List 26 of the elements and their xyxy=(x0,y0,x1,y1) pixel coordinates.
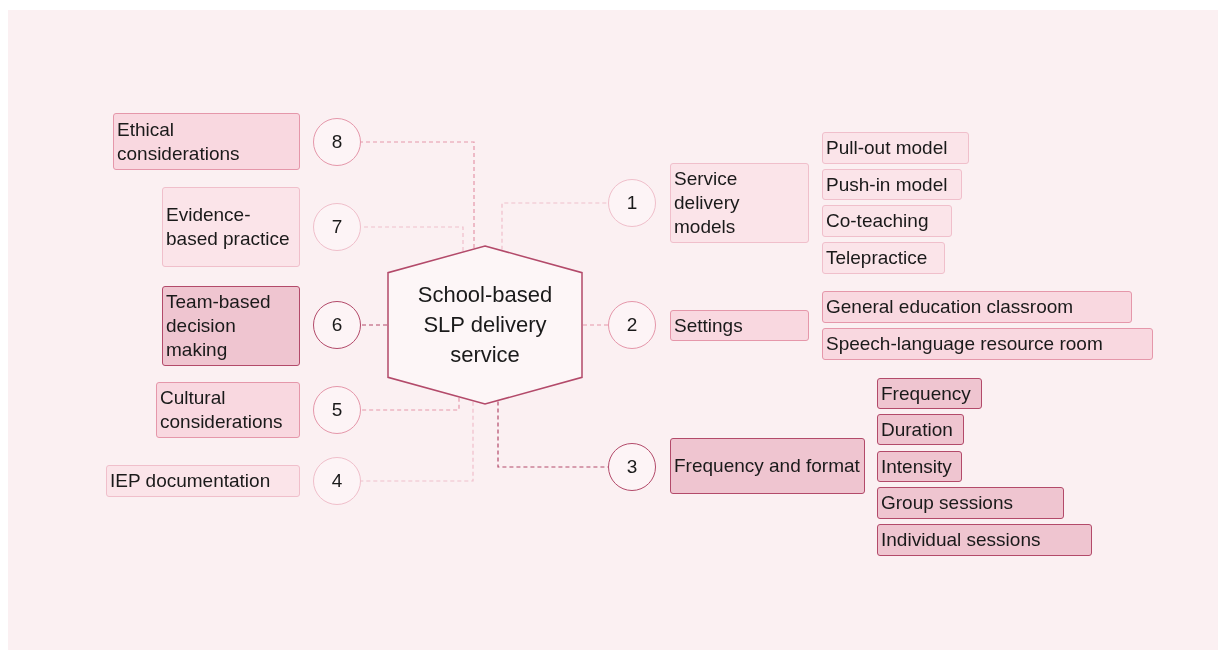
subtopic-box: Pull-out model xyxy=(822,132,969,164)
connector-line xyxy=(360,397,460,411)
topic-box: Cultural considerations xyxy=(156,382,300,438)
connector-line xyxy=(360,401,474,482)
connector-line xyxy=(501,202,609,251)
subtopic-box: Co-teaching xyxy=(822,205,952,237)
connector-line xyxy=(582,324,609,326)
topic-box: Frequency and format xyxy=(670,438,865,494)
subtopic-box: Speech-language resource room xyxy=(822,328,1153,360)
subtopic-box: Group sessions xyxy=(877,487,1064,519)
subtopic-box: Frequency xyxy=(877,378,982,409)
topic-box: Settings xyxy=(670,310,809,341)
topic-box: Service delivery models xyxy=(670,163,809,243)
hub-title: School-based SLP delivery service xyxy=(416,281,554,369)
topic-box: Evidence-based practice xyxy=(162,187,300,267)
subtopic-box: Telepractice xyxy=(822,242,945,274)
connector-line xyxy=(360,324,388,326)
topic-box: Team-based decision making xyxy=(162,286,300,366)
subtopic-box: Push-in model xyxy=(822,169,962,200)
subtopic-box: Individual sessions xyxy=(877,524,1092,556)
subtopic-box: Duration xyxy=(877,414,964,445)
connector-line xyxy=(360,141,475,249)
topic-box: IEP documentation xyxy=(106,465,300,497)
subtopic-box: Intensity xyxy=(877,451,962,482)
subtopic-box: General education classroom xyxy=(822,291,1132,323)
topic-box: Ethical considerations xyxy=(113,113,300,170)
